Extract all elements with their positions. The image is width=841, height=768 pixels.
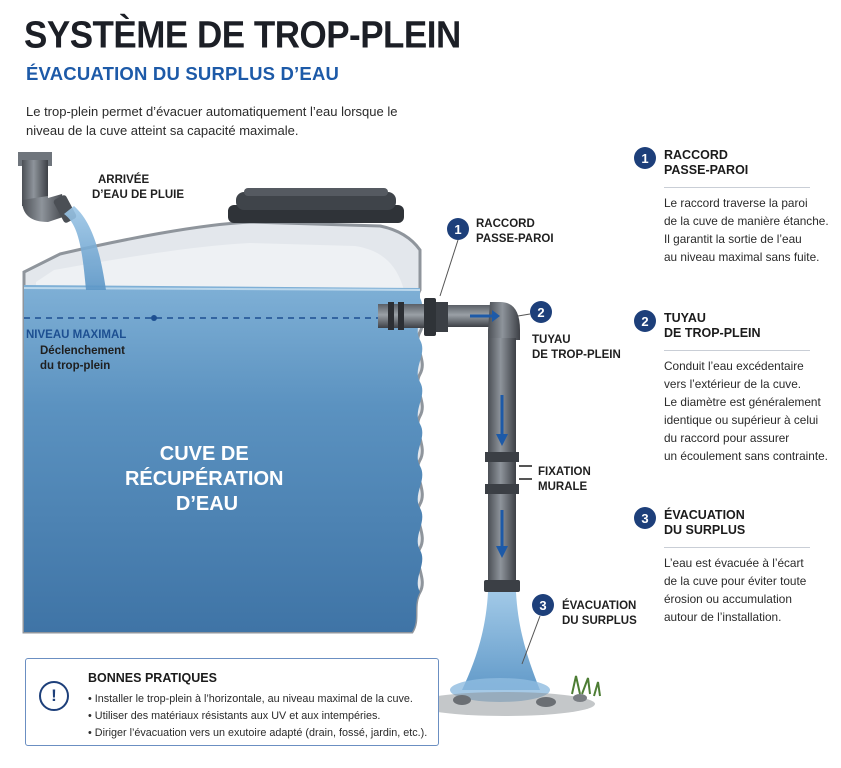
step-2-body: Conduit l’eau excédentaire vers l’extéri… bbox=[664, 359, 828, 463]
step-2-title: TUYAU DE TROP-PLEIN bbox=[664, 311, 761, 340]
page-subtitle: ÉVACUATION DU SURPLUS D’EAU bbox=[26, 63, 340, 84]
svg-text:2: 2 bbox=[537, 305, 544, 320]
callout-3-label: ÉVACUATION DU SURPLUS bbox=[562, 599, 640, 627]
step-3-title: ÉVACUATION DU SURPLUS bbox=[664, 508, 746, 537]
overflow-pipe-elbow bbox=[488, 302, 520, 340]
wall-bracket bbox=[519, 465, 532, 480]
fixation-label: FIXATION MURALE bbox=[538, 466, 594, 493]
page-title: SYSTÈME DE TROP-PLEIN bbox=[24, 14, 461, 57]
list-item: Installer le trop-plein à l’horizontale,… bbox=[88, 691, 427, 708]
tank bbox=[22, 188, 424, 634]
max-level-subtitle: Déclenchement du trop-plein bbox=[40, 345, 128, 372]
callout-badge-1: 1 bbox=[439, 218, 469, 297]
intro-text: Le trop-plein permet d’évacuer automatiq… bbox=[26, 104, 398, 138]
tank-label: CUVE DE RÉCUPÉRATION D’EAU bbox=[125, 443, 289, 515]
step-2-badge: 2 bbox=[634, 310, 656, 332]
step-1: 1 RACCORD PASSE-PAROI Le raccord travers… bbox=[634, 147, 834, 266]
flow-arrow-down-icon bbox=[496, 395, 508, 558]
callout-badge-2: 2 bbox=[517, 301, 552, 323]
svg-text:1: 1 bbox=[454, 222, 461, 237]
step-2: 2 TUYAU DE TROP-PLEIN Conduit l’eau excé… bbox=[634, 310, 834, 465]
callout-1-label: RACCORD PASSE-PAROI bbox=[476, 218, 554, 245]
best-practices-title: BONNES PRATIQUES bbox=[88, 671, 217, 685]
step-1-divider bbox=[664, 187, 810, 188]
ground bbox=[415, 675, 601, 716]
step-3: 3 ÉVACUATION DU SURPLUS L’eau est évacué… bbox=[634, 507, 834, 626]
callout-2-label: TUYAU DE TROP-PLEIN bbox=[532, 334, 621, 361]
svg-text:3: 3 bbox=[539, 598, 546, 613]
list-item: Utiliser des matériaux résistants aux UV… bbox=[88, 708, 427, 725]
rain-inlet-label: ARRIVÉE D’EAU DE PLUIE bbox=[92, 173, 184, 201]
tank-lid bbox=[228, 188, 404, 223]
exclamation-icon: ! bbox=[39, 681, 69, 711]
list-item: Diriger l’évacuation vers un exutoire ad… bbox=[88, 725, 427, 742]
step-3-body: L’eau est évacuée à l’écart de la cuve p… bbox=[664, 556, 807, 624]
step-2-divider bbox=[664, 350, 810, 351]
tank-water bbox=[24, 285, 423, 632]
best-practices-list: Installer le trop-plein à l’horizontale,… bbox=[88, 691, 427, 742]
best-practices-box: ! BONNES PRATIQUES Installer le trop-ple… bbox=[25, 658, 439, 746]
step-1-badge: 1 bbox=[634, 147, 656, 169]
outflow-water-jet bbox=[462, 592, 540, 690]
rain-water-stream bbox=[64, 206, 106, 290]
step-3-divider bbox=[664, 547, 810, 548]
callout-badge-3: 3 bbox=[521, 594, 554, 665]
step-1-body: Le raccord traverse la paroi de la cuve … bbox=[664, 196, 829, 264]
step-1-title: RACCORD PASSE-PAROI bbox=[664, 148, 749, 177]
max-level-title: NIVEAU MAXIMAL bbox=[26, 329, 126, 341]
through-wall-fitting bbox=[378, 298, 448, 336]
step-3-badge: 3 bbox=[634, 507, 656, 529]
